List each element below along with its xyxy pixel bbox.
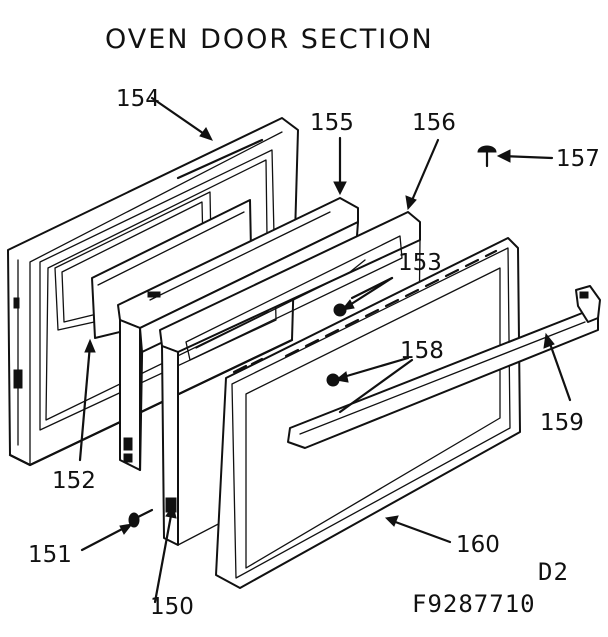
part-156-glass-pack (159, 211, 421, 546)
part-157-screw (477, 145, 497, 168)
part-153-fastener (333, 303, 347, 317)
callout-150: 150 (150, 594, 194, 620)
callout-158: 158 (400, 338, 444, 364)
callout-151: 151 (28, 542, 72, 568)
callout-153: 153 (398, 250, 442, 276)
callout-154: 154 (116, 86, 160, 112)
part-159-handle (287, 285, 601, 449)
callout-160: 160 (456, 532, 500, 558)
figure-number: F9287710 (412, 590, 536, 618)
callout-leaders (78, 96, 572, 604)
part-151-screw (128, 508, 154, 528)
frame-vent-slots (284, 249, 498, 358)
callout-155: 155 (310, 110, 354, 136)
callout-157: 157 (556, 146, 600, 172)
callout-152: 152 (52, 468, 96, 494)
diagram-code: D2 (538, 558, 569, 586)
callout-156: 156 (412, 110, 456, 136)
callout-159: 159 (540, 410, 584, 436)
diagram-title: OVEN DOOR SECTION (105, 24, 434, 55)
